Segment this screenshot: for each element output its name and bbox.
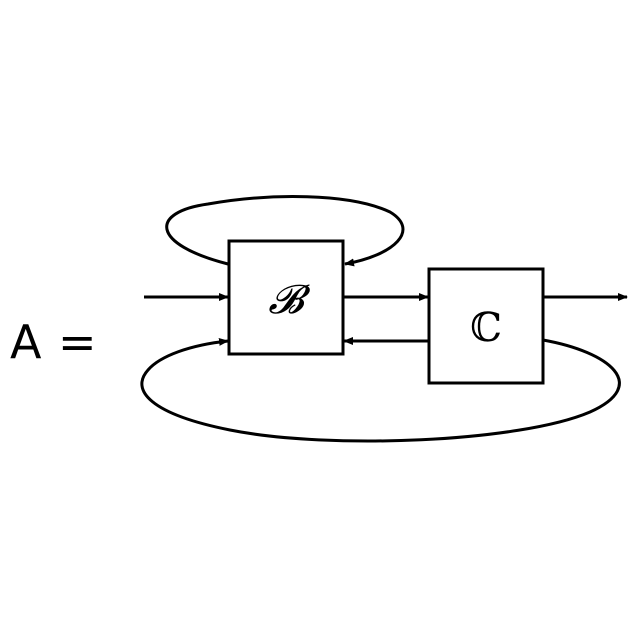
block-c-label: ℂ	[470, 305, 502, 351]
outer-feedback-loop-wire	[142, 340, 620, 441]
lhs-variable-label: A	[10, 315, 42, 369]
equals-sign: =	[58, 315, 97, 369]
